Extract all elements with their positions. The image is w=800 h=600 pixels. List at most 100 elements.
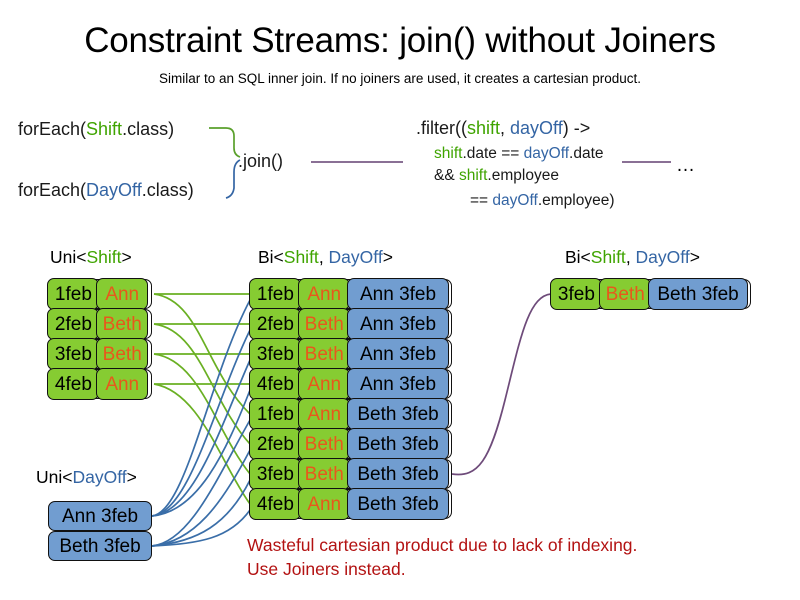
shift-employee: Ann <box>96 368 149 400</box>
shift-employee: Beth <box>298 428 351 460</box>
code-foreach-dayoff: forEach(DayOff.class) <box>18 179 194 201</box>
code-filter-line2: shift.date == dayOff.date <box>434 143 604 165</box>
shift-date: 3feb <box>47 338 100 370</box>
bi-cartesian-row[interactable]: 1feb Ann Beth 3feb <box>249 398 452 430</box>
brace-shift-to-join <box>209 127 241 158</box>
code-filter-l2-a: .date == <box>462 145 524 162</box>
code-filter-param-comma: , <box>500 118 511 138</box>
page-subtitle: Similar to an SQL inner join. If no join… <box>159 71 641 86</box>
edge-dayoff2-cart5 <box>151 419 251 547</box>
shift-employee: Beth <box>96 338 149 370</box>
dayoff-value: Beth 3feb <box>347 488 450 520</box>
shift-employee: Ann <box>298 398 351 430</box>
code-filter-param-shift: shift <box>467 118 501 138</box>
dayoff-value: Ann 3feb <box>347 338 450 370</box>
label-uni-dayoff-prefix: Uni< <box>36 467 73 487</box>
label-uni-dayoff-type: DayOff <box>72 467 127 487</box>
uni-dayoff-row[interactable]: Beth 3feb <box>48 531 152 561</box>
code-foreach-dayoff-suffix: .class) <box>141 180 194 200</box>
shift-date: 3feb <box>249 458 302 490</box>
bi-cartesian-row[interactable]: 2feb Beth Ann 3feb <box>249 308 452 340</box>
code-foreach-shift-suffix: .class) <box>122 119 175 139</box>
edge-cart7-result <box>451 293 552 476</box>
shift-date: 1feb <box>249 278 302 310</box>
code-foreach-shift-prefix: forEach( <box>18 119 87 139</box>
code-filter-l4-dayoff: dayOff <box>492 192 538 209</box>
code-filter-open: .filter(( <box>416 118 467 138</box>
code-filter-line1: .filter((shift, dayOff) -> <box>416 117 590 139</box>
shift-employee: Beth <box>298 308 351 340</box>
edge-dayoff2-cart8 <box>151 509 251 547</box>
shift-date: 1feb <box>47 278 100 310</box>
bi-cartesian-row[interactable]: 2feb Beth Beth 3feb <box>249 428 452 460</box>
dayoff-value: Beth 3feb <box>347 398 450 430</box>
shift-date: 2feb <box>249 428 302 460</box>
shift-date: 2feb <box>47 308 100 340</box>
shift-employee: Ann <box>96 278 149 310</box>
shift-employee: Ann <box>298 488 351 520</box>
code-foreach-shift-type: Shift <box>86 119 123 139</box>
code-foreach-shift: forEach(Shift.class) <box>18 118 174 140</box>
code-filter-l3-b: .employee <box>487 167 559 184</box>
label-bi-cart-suffix: > <box>382 247 393 267</box>
edge-dayoff1-cart3 <box>151 359 251 517</box>
dayoff-value: Ann 3feb <box>347 308 450 340</box>
code-filter-arrow: ) -> <box>562 118 591 138</box>
shift-employee: Ann <box>298 368 351 400</box>
bi-cartesian-row[interactable]: 4feb Ann Ann 3feb <box>249 368 452 400</box>
edge-shift1-cart5 <box>153 293 251 415</box>
label-uni-shift-prefix: Uni< <box>50 247 87 267</box>
warning-line-1: Wasteful cartesian product due to lack o… <box>247 535 638 555</box>
label-bi-result-prefix: Bi< <box>565 247 591 267</box>
dayoff-value: Beth 3feb <box>347 428 450 460</box>
bi-result-row[interactable]: 3feb Beth Beth 3feb <box>550 278 751 310</box>
code-filter-l4-a: == <box>470 192 493 209</box>
code-foreach-dayoff-type: DayOff <box>86 180 142 200</box>
code-foreach-dayoff-prefix: forEach( <box>18 180 87 200</box>
page-title: Constraint Streams: join() without Joine… <box>84 21 716 60</box>
shift-employee: Beth <box>96 308 149 340</box>
uni-shift-row[interactable]: 4feb Ann <box>47 368 152 400</box>
edge-dayoff1-cart1 <box>151 299 251 517</box>
shift-date: 4feb <box>249 368 302 400</box>
label-bi-result: Bi<Shift, DayOff> <box>565 247 700 267</box>
shift-date: 4feb <box>47 368 100 400</box>
label-bi-cart-comma: , <box>318 247 329 267</box>
shift-employee: Beth <box>298 458 351 490</box>
label-bi-cart-shift: Shift <box>283 247 319 267</box>
bi-cartesian-row[interactable]: 1feb Ann Ann 3feb <box>249 278 452 310</box>
code-filter-l2-dayoff: dayOff <box>523 145 570 162</box>
dayoff-value: Beth 3feb <box>347 458 450 490</box>
label-bi-result-comma: , <box>625 247 636 267</box>
uni-dayoff-row[interactable]: Ann 3feb <box>48 501 152 531</box>
code-filter-line4: == dayOff.employee) <box>470 190 615 212</box>
label-bi-cart-prefix: Bi< <box>258 247 284 267</box>
edge-dayoff1-cart2 <box>151 329 251 517</box>
label-bi-result-dayoff: DayOff <box>635 247 690 267</box>
bi-cartesian-row[interactable]: 3feb Beth Ann 3feb <box>249 338 452 370</box>
code-filter-l2-b: .date <box>569 145 604 162</box>
shift-date: 2feb <box>249 308 302 340</box>
label-bi-result-shift: Shift <box>590 247 626 267</box>
code-filter-line3: && shift.employee <box>434 165 559 187</box>
code-filter-l3-shift: shift <box>458 167 488 184</box>
edge-shift3-cart7 <box>153 353 251 475</box>
uni-shift-row[interactable]: 2feb Beth <box>47 308 152 340</box>
shift-employee: Ann <box>298 278 351 310</box>
code-ellipsis: … <box>676 155 695 176</box>
label-uni-shift: Uni<Shift> <box>50 247 132 267</box>
dayoff-value: Beth 3feb <box>648 278 749 310</box>
edge-dayoff2-cart6 <box>151 449 251 547</box>
bi-cartesian-row[interactable]: 4feb Ann Beth 3feb <box>249 488 452 520</box>
edge-shift4-cart8 <box>153 383 251 505</box>
edge-dayoff2-cart7 <box>151 479 251 547</box>
warning-line-2: Use Joiners instead. <box>247 559 406 579</box>
bi-cartesian-row[interactable]: 3feb Beth Beth 3feb <box>249 458 452 490</box>
uni-shift-row[interactable]: 1feb Ann <box>47 278 152 310</box>
label-bi-cart-dayoff: DayOff <box>328 247 383 267</box>
dayoff-value: Ann 3feb <box>347 278 450 310</box>
shift-date: 3feb <box>249 338 302 370</box>
uni-shift-row[interactable]: 3feb Beth <box>47 338 152 370</box>
edge-shift2-cart6 <box>153 323 251 445</box>
